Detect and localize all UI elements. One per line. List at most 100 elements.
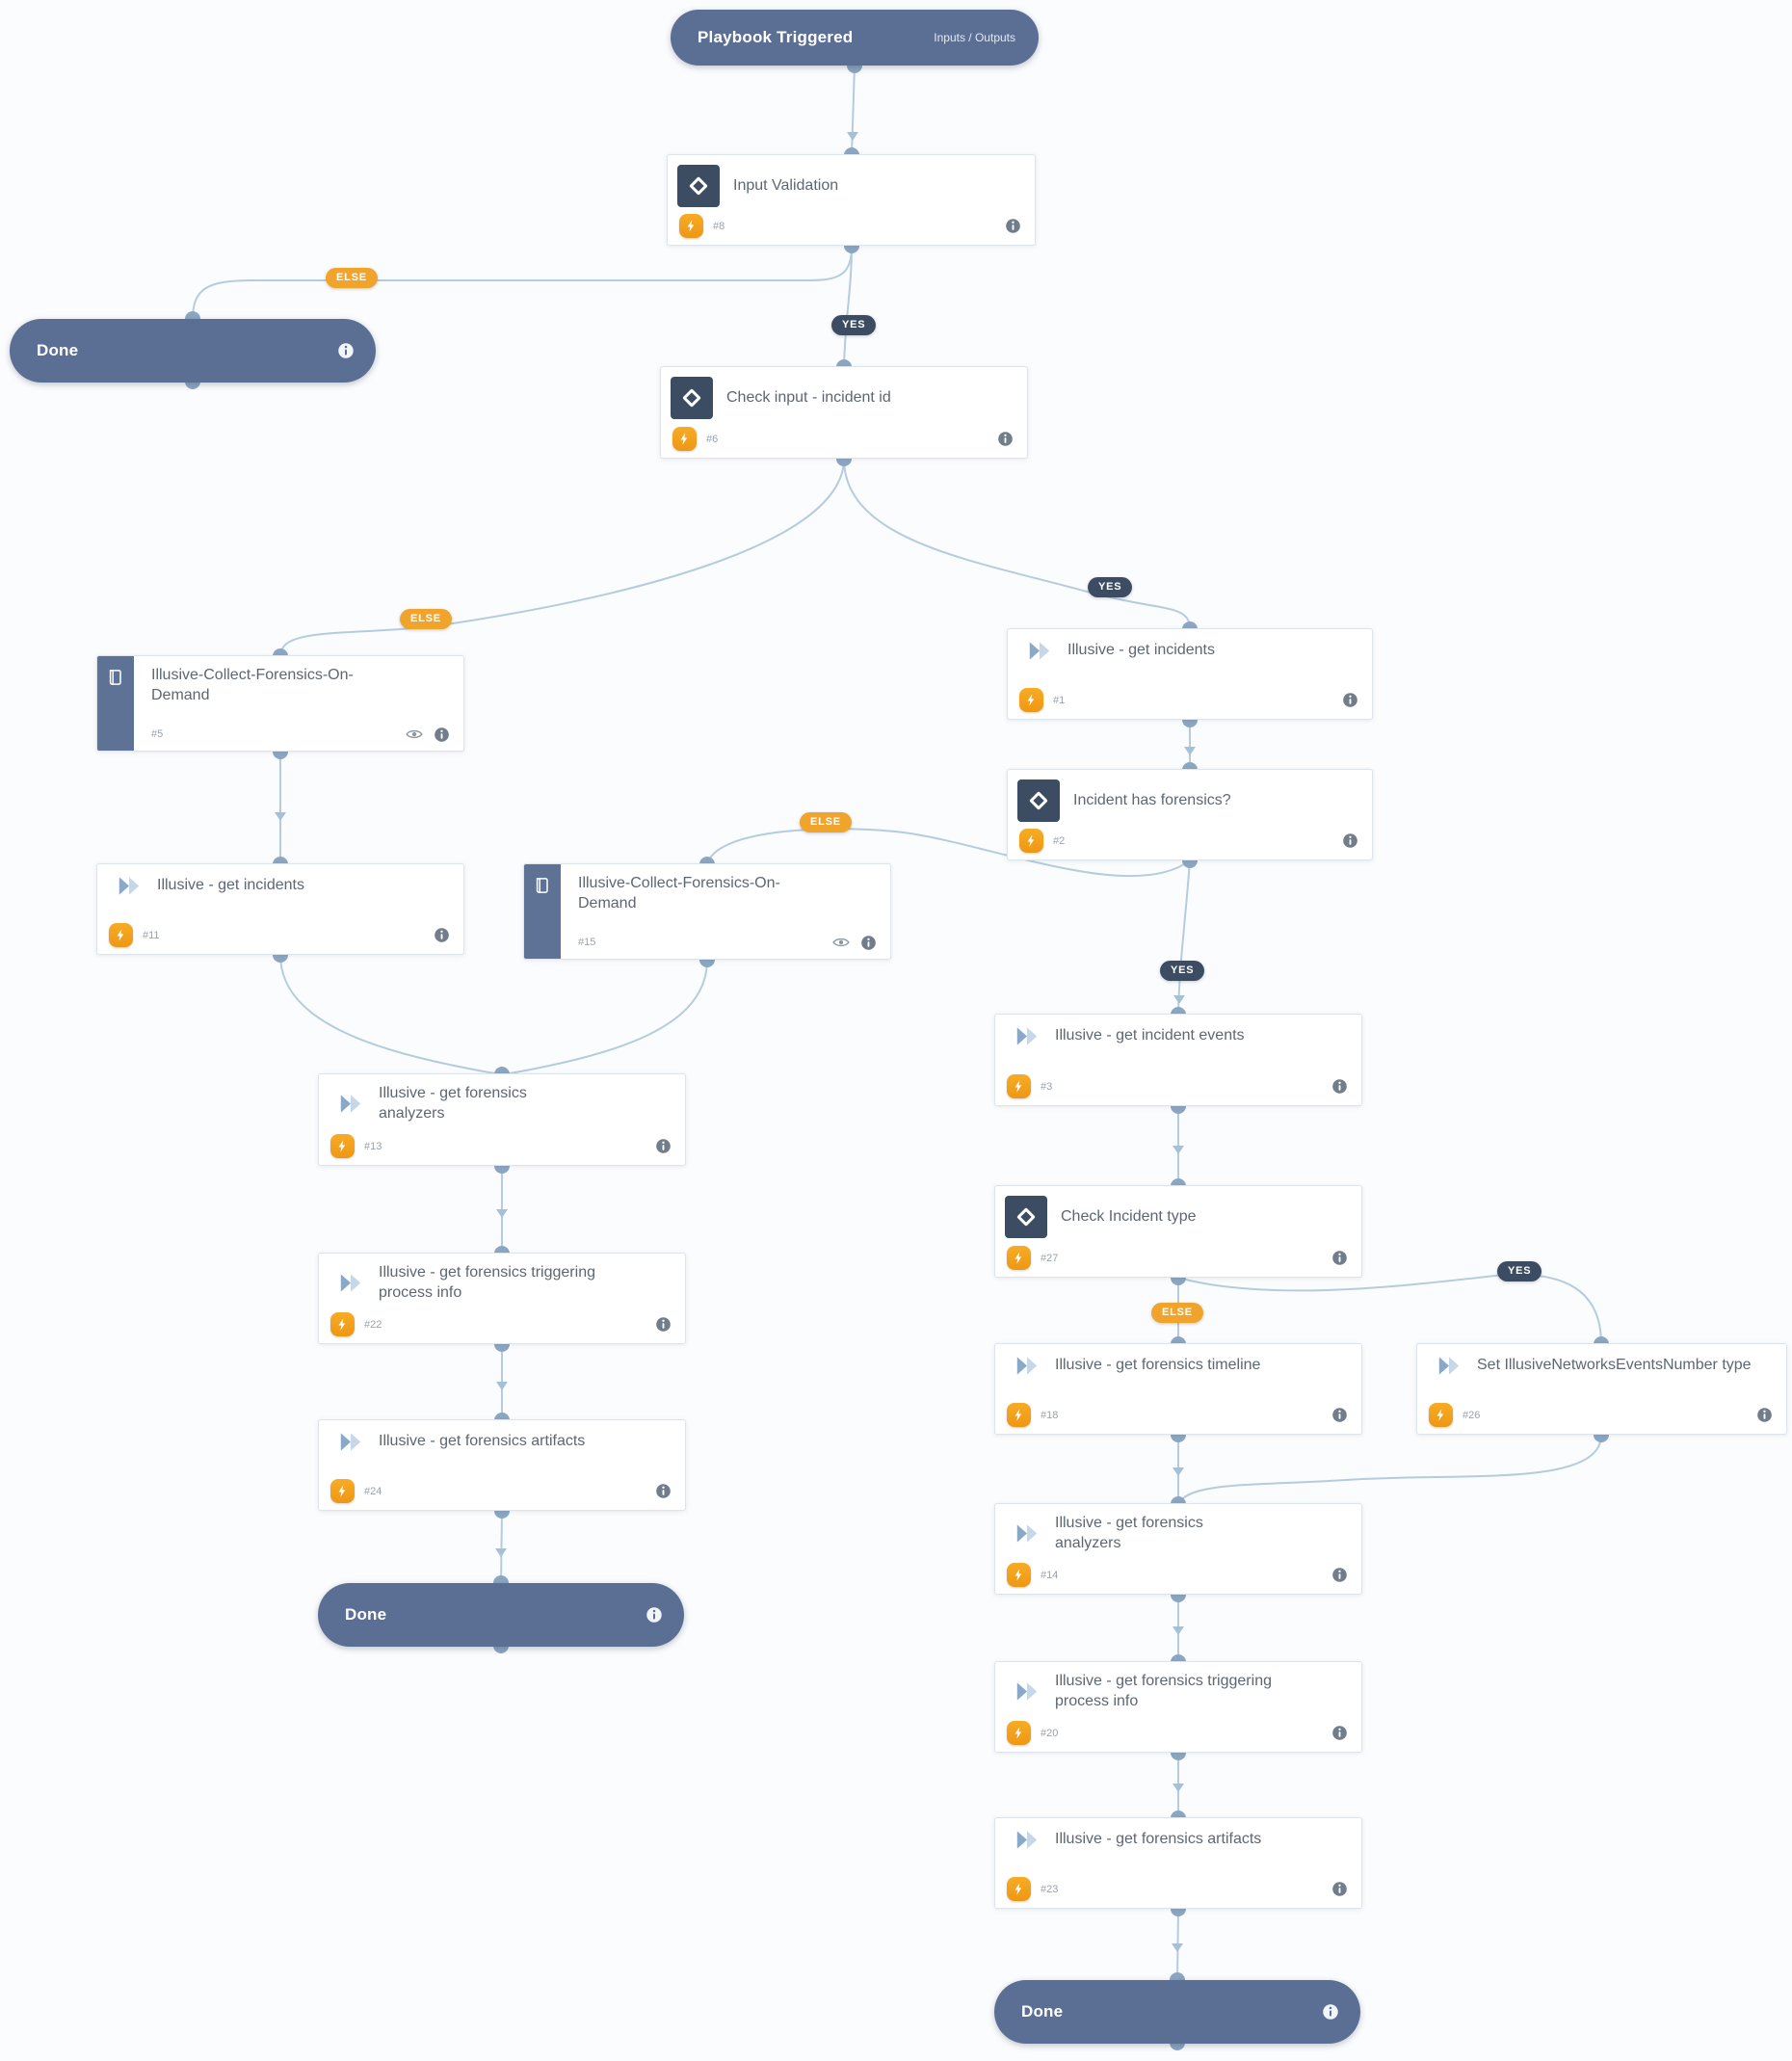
node-incident-has-forensics[interactable]: Incident has forensics? #2 — [1007, 769, 1373, 860]
node-set-events-number-type[interactable]: Set IllusiveNetworksEventsNumber type #2… — [1416, 1343, 1787, 1435]
task-chevron-icon — [1013, 1679, 1041, 1704]
edge-label-yes: YES — [831, 315, 877, 335]
book-icon — [106, 668, 125, 687]
node-done-right[interactable]: Done — [994, 1980, 1360, 2044]
node-collect-forensics-5[interactable]: Illusive-Collect-Forensics-On-Demand #5 — [96, 655, 464, 752]
automation-icon — [672, 427, 697, 451]
task-chevron-icon — [1013, 1521, 1041, 1546]
info-icon[interactable] — [337, 342, 355, 359]
info-icon[interactable] — [1005, 218, 1021, 234]
condition-icon — [1017, 779, 1060, 822]
info-icon[interactable] — [1342, 832, 1358, 849]
info-icon[interactable] — [997, 431, 1014, 447]
node-title: Illusive - get forensics triggering proc… — [379, 1264, 595, 1301]
condition-icon — [1005, 1196, 1047, 1238]
node-id: #26 — [1463, 1409, 1481, 1421]
node-get-incidents-11[interactable]: Illusive - get incidents #11 — [96, 863, 464, 955]
node-id: #22 — [364, 1318, 382, 1331]
subplaybook-band — [97, 656, 134, 751]
node-get-forensics-analyzers-14[interactable]: Illusive - get forensics analyzers #14 — [994, 1503, 1362, 1595]
info-icon[interactable] — [860, 935, 877, 951]
automation-icon — [1007, 1721, 1031, 1745]
automation-icon — [1007, 1403, 1031, 1427]
node-get-forensics-triggering-20[interactable]: Illusive - get forensics triggering proc… — [994, 1661, 1362, 1753]
node-get-incidents-1[interactable]: Illusive - get incidents #1 — [1007, 628, 1373, 720]
node-title: Playbook Triggered — [698, 28, 854, 46]
info-icon[interactable] — [1322, 2003, 1339, 2021]
node-get-forensics-triggering-22[interactable]: Illusive - get forensics triggering proc… — [318, 1253, 686, 1344]
automation-icon — [330, 1479, 355, 1503]
node-title: Input Validation — [733, 176, 839, 194]
info-icon[interactable] — [1331, 1725, 1348, 1741]
info-icon[interactable] — [1331, 1567, 1348, 1583]
node-title: Illusive - get forensics analyzers — [1055, 1515, 1203, 1551]
edge-label-yes: YES — [1088, 577, 1133, 597]
automation-icon — [1007, 1246, 1031, 1270]
node-id: #18 — [1041, 1409, 1059, 1421]
info-icon[interactable] — [1331, 1881, 1348, 1897]
node-playbook-triggered[interactable]: Playbook Triggered Inputs / Outputs — [671, 10, 1039, 66]
preview-icon[interactable] — [831, 933, 851, 952]
info-icon[interactable] — [1756, 1407, 1773, 1423]
automation-icon — [109, 923, 133, 947]
info-icon[interactable] — [1331, 1078, 1348, 1095]
node-id: #20 — [1041, 1727, 1059, 1739]
info-icon[interactable] — [655, 1138, 672, 1154]
condition-icon — [671, 377, 713, 419]
node-get-incident-events[interactable]: Illusive - get incident events #3 — [994, 1014, 1362, 1106]
preview-icon[interactable] — [405, 725, 424, 744]
info-icon[interactable] — [1342, 692, 1358, 708]
edge-label-yes: YES — [1160, 961, 1205, 981]
node-title: Check input - incident id — [726, 388, 891, 406]
task-chevron-icon — [336, 1430, 365, 1454]
node-title: Illusive-Collect-Forensics-On-Demand — [151, 667, 354, 703]
info-icon[interactable] — [655, 1483, 672, 1499]
task-chevron-icon — [1013, 1024, 1041, 1048]
task-chevron-icon — [115, 874, 144, 898]
node-done-mid[interactable]: Done — [318, 1583, 684, 1647]
node-id: #27 — [1041, 1252, 1059, 1264]
node-check-input-incident-id[interactable]: Check input - incident id #6 — [660, 366, 1028, 459]
node-collect-forensics-15[interactable]: Illusive-Collect-Forensics-On-Demand #15 — [523, 863, 891, 960]
node-input-validation[interactable]: Input Validation #8 — [667, 154, 1036, 246]
node-id: #8 — [713, 220, 725, 232]
task-chevron-icon — [336, 1092, 365, 1116]
inputs-outputs-link[interactable]: Inputs / Outputs — [934, 31, 1015, 44]
edge-label-yes: YES — [1497, 1261, 1542, 1282]
automation-icon — [679, 214, 703, 238]
info-icon[interactable] — [655, 1316, 672, 1333]
node-title: Done — [345, 1605, 387, 1624]
node-id: #24 — [364, 1485, 382, 1497]
node-id: #14 — [1041, 1569, 1059, 1581]
node-id: #1 — [1053, 694, 1066, 706]
edge-label-else: ELSE — [326, 268, 378, 288]
node-id: #11 — [143, 929, 160, 941]
node-get-forensics-timeline[interactable]: Illusive - get forensics timeline #18 — [994, 1343, 1362, 1435]
node-get-forensics-artifacts-23[interactable]: Illusive - get forensics artifacts #23 — [994, 1817, 1362, 1909]
node-title: Done — [1021, 2002, 1064, 2021]
automation-icon — [1019, 688, 1043, 712]
task-chevron-icon — [1013, 1354, 1041, 1378]
node-check-incident-type[interactable]: Check Incident type #27 — [994, 1185, 1362, 1278]
node-get-forensics-analyzers-13[interactable]: Illusive - get forensics analyzers #13 — [318, 1073, 686, 1166]
node-id: #2 — [1053, 834, 1066, 847]
node-title: Incident has forensics? — [1073, 791, 1231, 808]
info-icon[interactable] — [1331, 1407, 1348, 1423]
node-get-forensics-artifacts-24[interactable]: Illusive - get forensics artifacts #24 — [318, 1419, 686, 1511]
edge-label-else: ELSE — [400, 609, 452, 629]
node-id: #23 — [1041, 1883, 1059, 1895]
condition-icon — [677, 165, 720, 207]
info-icon[interactable] — [434, 927, 450, 943]
task-chevron-icon — [1435, 1354, 1463, 1378]
node-done-left[interactable]: Done — [10, 319, 376, 383]
info-icon[interactable] — [434, 727, 450, 743]
task-chevron-icon — [336, 1271, 365, 1295]
automation-icon — [330, 1312, 355, 1336]
automation-icon — [1019, 829, 1043, 853]
task-chevron-icon — [1013, 1828, 1041, 1852]
info-icon[interactable] — [1331, 1250, 1348, 1266]
info-icon[interactable] — [646, 1606, 663, 1624]
node-title: Illusive-Collect-Forensics-On-Demand — [578, 875, 780, 912]
node-title: Set IllusiveNetworksEventsNumber type — [1477, 1357, 1752, 1374]
automation-icon — [1007, 1563, 1031, 1587]
